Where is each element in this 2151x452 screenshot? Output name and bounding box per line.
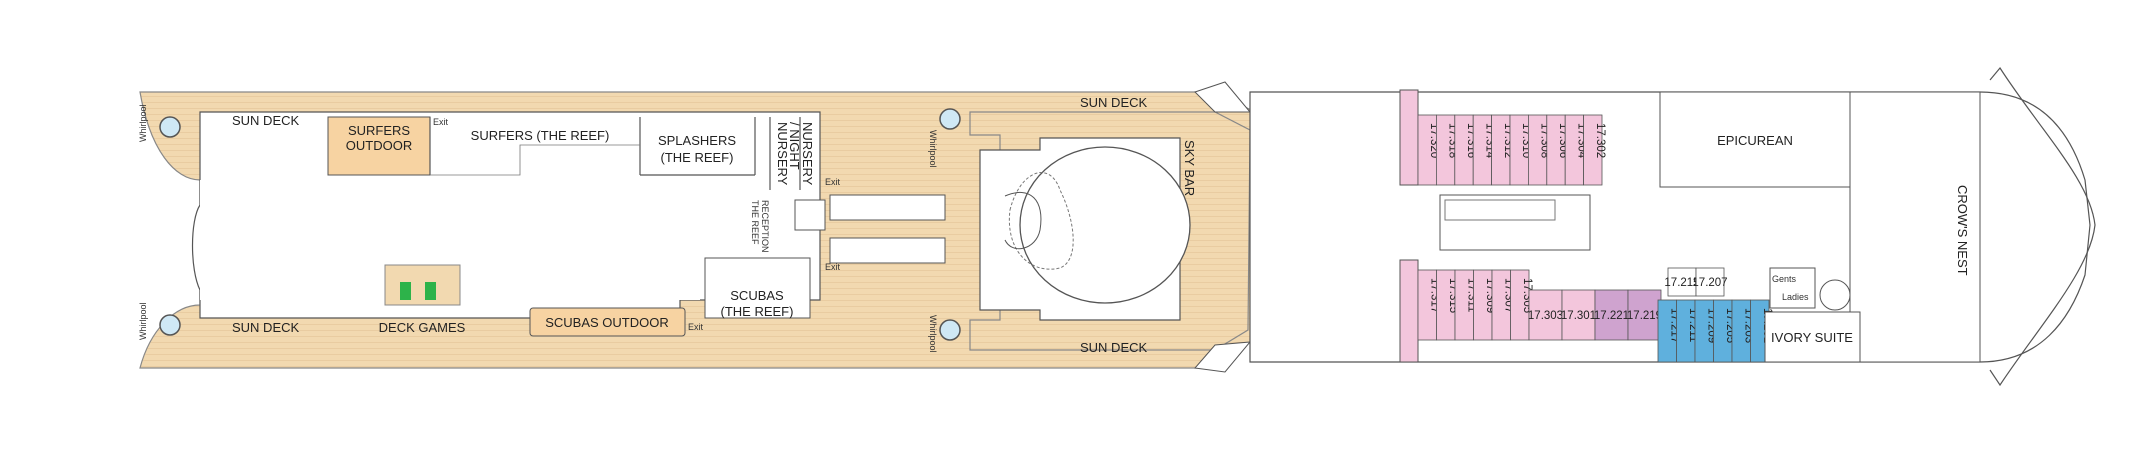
label-reef-reception-2: RECEPTION	[760, 200, 770, 253]
label-nursery-group-3: NURSERY	[800, 122, 815, 186]
cabin-small-0-box	[1667, 267, 1697, 297]
cabin-lower-wide-1-box	[1561, 289, 1596, 341]
cabin-lower-wide-1-number: 17.301	[1561, 310, 1596, 322]
label-sun-deck-top-left: SUN DECK	[232, 113, 300, 128]
scubas-room	[704, 257, 811, 319]
label-scubas-1: SCUBAS	[730, 288, 784, 303]
ivory-suite-room	[1764, 311, 1861, 363]
label-surfers-outdoor-2: OUTDOOR	[346, 138, 412, 153]
label-nursery-2: / NIGHT	[787, 122, 802, 170]
label-ivory-suite: IVORY SUITE	[1771, 330, 1853, 345]
label-splashers-2: (THE REEF)	[661, 150, 734, 165]
label-reef-reception-1: THE REEF	[750, 200, 760, 245]
cabin-corridor-lower	[1399, 259, 1419, 363]
deck-games-area	[384, 264, 461, 306]
label-whirlpool-group-1: Whirlpool	[138, 104, 148, 142]
label-crows-nest: CROW'S NEST	[1955, 185, 1970, 276]
label-crows-nest-group: CROW'S NEST	[1955, 185, 1970, 276]
cabin-lower-purple-1-box	[1627, 289, 1662, 341]
label-sky-bar-group: SKY BAR	[1182, 140, 1197, 196]
whirlpool-left-bottom	[159, 314, 181, 336]
forward-lift-row	[1444, 199, 1556, 221]
atrium-outline	[1008, 172, 1074, 270]
cabin-corridor-upper	[1399, 89, 1419, 186]
label-sun-deck-top-mid: SUN DECK	[1080, 95, 1148, 110]
whirlpool-mid-bottom	[939, 319, 961, 341]
cabin-lower-wide-0-box	[1528, 289, 1563, 341]
label-scubas-2: (THE REEF)	[721, 304, 794, 319]
label-sky-bar: SKY BAR	[1182, 140, 1197, 196]
cabin-small-1-box	[1695, 267, 1725, 297]
atrium-inner	[1004, 191, 1042, 250]
label-sun-deck-bottom-mid: SUN DECK	[1080, 340, 1148, 355]
atrium-void	[1019, 146, 1191, 304]
label-reef-reception-group-2: RECEPTION	[760, 200, 770, 253]
label-nursery-group: NURSERY	[775, 122, 790, 186]
scubas-outdoor-room	[529, 307, 686, 337]
label-nursery-3: NURSERY	[800, 122, 815, 186]
cabin-upper-9-box	[1583, 114, 1603, 186]
label-whirlpool-1: Whirlpool	[138, 104, 148, 142]
cabin-small-1-number: 17.207	[1692, 277, 1727, 289]
label-whirlpool-3: Whirlpool	[928, 130, 938, 168]
deck-games-green-2	[425, 282, 436, 300]
cabin-lower-purple-1-number: 17.219	[1627, 310, 1662, 322]
lift-block-lower	[829, 237, 946, 264]
label-deck-games: DECK GAMES	[379, 320, 466, 335]
whirlpool-left-top	[159, 116, 181, 138]
bow-tip	[1989, 66, 2096, 387]
label-surfers-outdoor-1: SURFERS	[348, 123, 410, 138]
spiral-stair	[1819, 279, 1851, 311]
label-whirlpool-group-4: Whirlpool	[928, 315, 938, 353]
label-whirlpool-group-2: Whirlpool	[138, 302, 148, 340]
label-ladies: Ladies	[1782, 292, 1809, 302]
whirlpool-mid-top	[939, 108, 961, 130]
label-nursery-1: NURSERY	[775, 122, 790, 186]
label-whirlpool-group-3: Whirlpool	[928, 130, 938, 168]
surfers-outdoor-room	[327, 116, 431, 176]
label-splashers-1: SPLASHERS	[658, 133, 736, 148]
label-gents: Gents	[1772, 274, 1797, 284]
label-whirlpool-4: Whirlpool	[928, 315, 938, 353]
interior-corridor	[430, 144, 640, 176]
label-whirlpool-2: Whirlpool	[138, 302, 148, 340]
crows-nest-room	[1849, 91, 1981, 363]
cabin-small-0-number: 17.215	[1664, 277, 1699, 289]
label-reef-reception-group: THE REEF	[750, 200, 760, 245]
stairs-center-upper	[794, 199, 826, 231]
label-exit-1: Exit	[433, 117, 449, 127]
cabin-lower-wide-0-number: 17.303	[1528, 310, 1563, 322]
label-epicurean: EPICUREAN	[1717, 133, 1793, 148]
label-surfers-reef: SURFERS (THE REEF)	[471, 128, 610, 143]
label-exit-3: Exit	[825, 262, 841, 272]
label-scubas-outdoor: SCUBAS OUTDOOR	[545, 315, 669, 330]
label-exit-4: Exit	[688, 322, 704, 332]
deck-games-green-1	[400, 282, 411, 300]
lift-block-upper	[829, 194, 946, 221]
label-nursery-group-2: / NIGHT	[787, 122, 802, 170]
cabin-lower-purple-0-number: 17.221	[1594, 310, 1629, 322]
cabin-upper-9-number: 17.302	[1594, 123, 1606, 158]
toilet-block	[1769, 267, 1816, 309]
label-exit-2: Exit	[825, 177, 841, 187]
label-sun-deck-bottom-left: SUN DECK	[232, 320, 300, 335]
